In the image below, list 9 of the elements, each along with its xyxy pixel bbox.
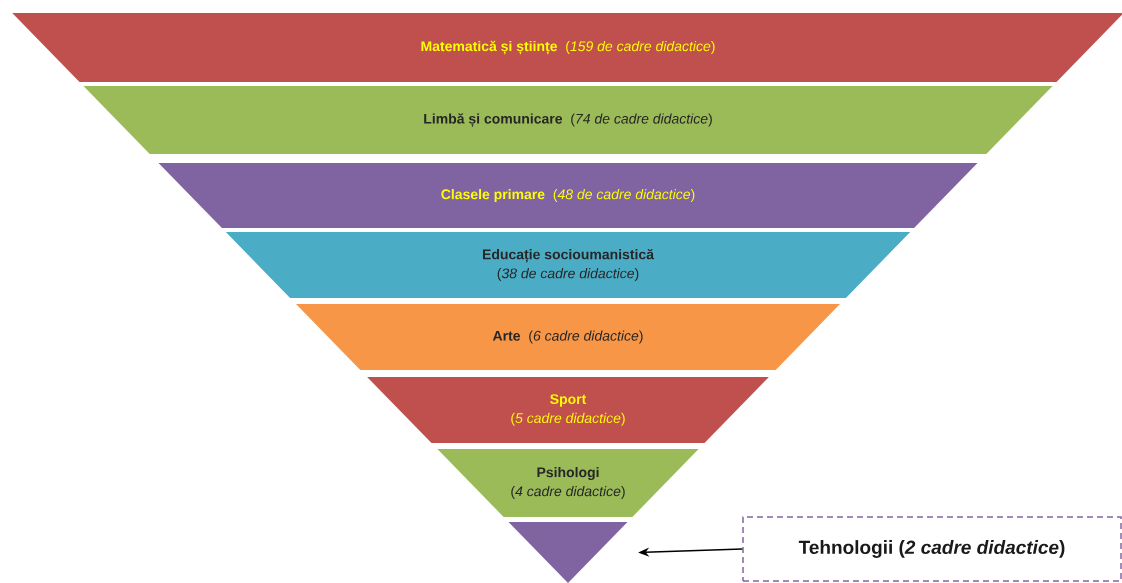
pyramid-band: Educație socioumanistică (38 de cadre didactice) <box>225 232 911 298</box>
pyramid-band: Clasele primare (48 de cadre didactice) <box>158 163 978 228</box>
pyramid-band: Arte (6 cadre didactice) <box>296 304 840 370</box>
pyramid-band: Limbă și comunicare (74 de cadre didactice) <box>83 86 1053 154</box>
pyramid-band: Matematică și științe (159 de cadre didactice) <box>12 13 1122 82</box>
callout-box: Tehnologii (2 cadre didactice) <box>742 516 1122 582</box>
pyramid-tip <box>508 522 628 583</box>
pyramid-band: Sport (5 cadre didactice) <box>367 377 769 443</box>
pyramid-band: Psihologi (4 cadre didactice) <box>437 449 699 517</box>
